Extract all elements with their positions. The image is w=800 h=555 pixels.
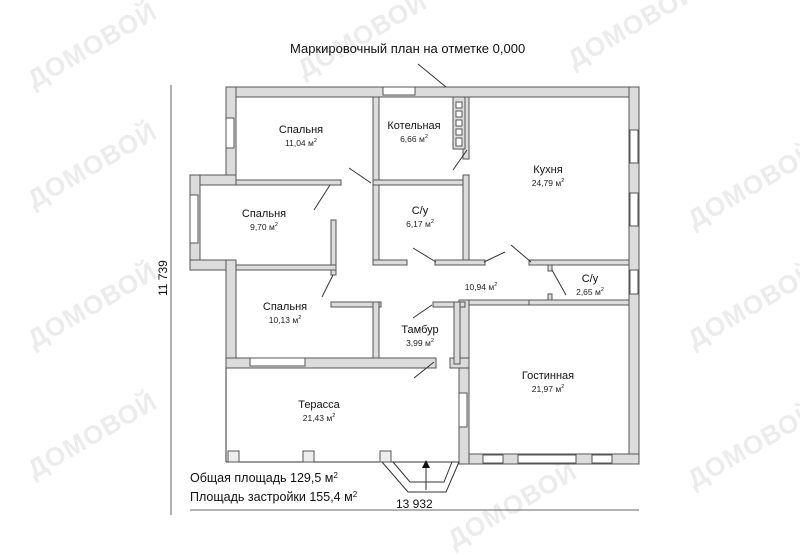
room-area: 2,65 м2 (576, 287, 604, 297)
terrace-outline (225, 368, 460, 493)
interior-walls (235, 96, 630, 365)
room-area: 11,04 м2 (285, 138, 317, 148)
room-area: 24,79 м2 (531, 178, 565, 188)
room-area: 6,66 м2 (400, 134, 428, 144)
plan-title: Маркировочный план на отметке 0,000 (290, 41, 526, 56)
room-area: 10,94 м2 (464, 282, 498, 292)
room-name: Спальня (278, 124, 324, 136)
room-area: 6,17 м2 (406, 219, 434, 229)
room-area: 21,97 м2 (531, 384, 565, 394)
room-area: 21,43 м2 (302, 413, 336, 423)
room-label-vestibule: Тамбур 3,99 м2 (401, 324, 438, 350)
room-label-terrace: Терасса 21,43 м2 (298, 399, 340, 425)
room-name: С/у (411, 205, 429, 217)
room-label-bedroom-1: Спальня 11,04 м2 (279, 124, 323, 150)
room-label-hall: 10,94 м2 (465, 281, 498, 294)
room-label-bathroom-2: С/у 2,65 м2 (576, 273, 604, 299)
room-label-boiler-room: Котельная 6,66 м2 (387, 120, 440, 146)
room-name: Котельная (387, 120, 441, 132)
room-name: Кухня (533, 164, 563, 176)
built-area-label: Площадь застройки 155,4 м2 (190, 490, 358, 504)
doors (313, 63, 567, 379)
room-label-bedroom-3: Спальня 10,13 м2 (263, 301, 307, 327)
room-label-bathroom-1: С/у 6,17 м2 (406, 205, 434, 231)
windows (189, 86, 639, 464)
room-area: 3,99 м2 (406, 338, 434, 348)
height-dimension: 11 739 (156, 260, 170, 296)
room-name: С/у (581, 273, 599, 285)
width-dimension: 13 932 (396, 497, 433, 511)
room-name: Терасса (298, 399, 340, 411)
room-name: Спальня (262, 301, 308, 313)
room-area: 9,70 м2 (250, 222, 278, 232)
room-name: Спальня (241, 208, 287, 220)
room-label-kitchen: Кухня 24,79 м2 (532, 164, 565, 190)
room-label-living-room: Гостинная 21,97 м2 (522, 370, 574, 396)
dimension-lines (170, 85, 639, 515)
room-area: 10,13 м2 (268, 315, 302, 325)
room-name: Гостинная (521, 370, 575, 382)
room-label-bedroom-2: Спальня 9,70 м2 (242, 208, 286, 234)
room-name: Тамбур (401, 324, 439, 336)
total-area-label: Общая площадь 129,5 м2 (190, 471, 338, 485)
